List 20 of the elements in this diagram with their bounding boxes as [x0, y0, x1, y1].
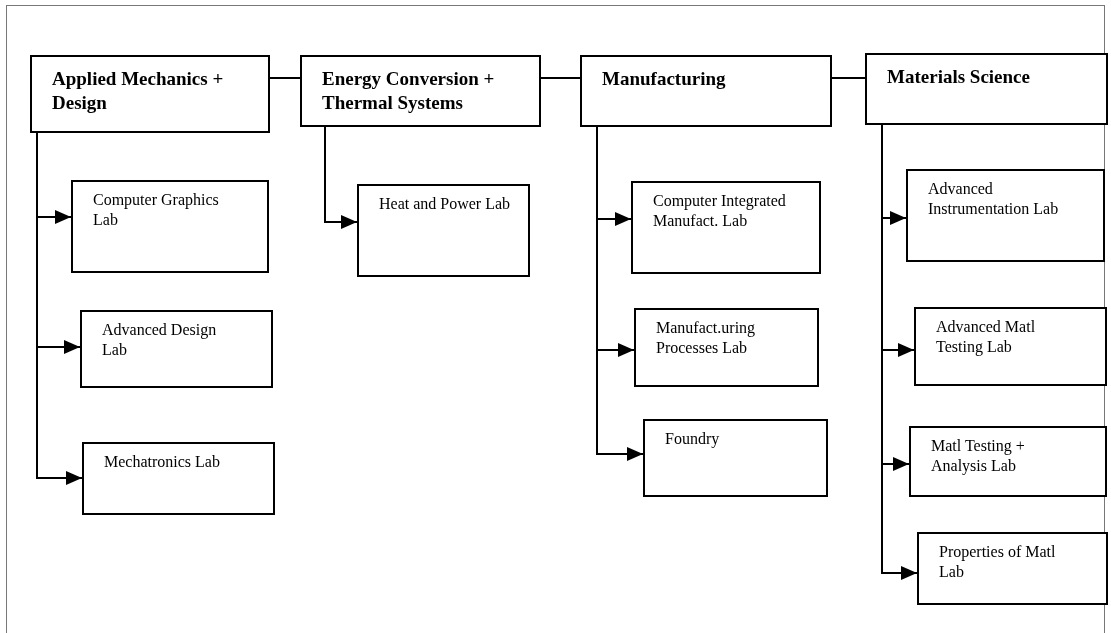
connector-line — [540, 77, 581, 79]
lab-box: Advanced Design Lab — [80, 310, 273, 388]
lab-box: Computer Graphics Lab — [71, 180, 269, 273]
lab-box: Matl Testing + Analysis Lab — [909, 426, 1107, 497]
group-box: Materials Science — [865, 53, 1108, 125]
lab-box: Foundry — [643, 419, 828, 497]
lab-box: Heat and Power Lab — [357, 184, 530, 277]
lab-box: Advanced Instrumentation Lab — [906, 169, 1105, 262]
arrow — [596, 126, 644, 461]
lab-box: Mechatronics Lab — [82, 442, 275, 515]
group-box: Energy Conversion + Thermal Systems — [300, 55, 541, 127]
lab-box: Computer Integrated Manufact. Lab — [631, 181, 821, 274]
connector-line — [831, 77, 866, 79]
group-box: Manufacturing — [580, 55, 832, 127]
lab-box: Advanced Matl Testing Lab — [914, 307, 1107, 386]
group-box: Applied Mechanics + Design — [30, 55, 270, 133]
arrow — [324, 126, 358, 229]
connector-line — [269, 77, 301, 79]
lab-box: Properties of Matl Lab — [917, 532, 1108, 605]
lab-box: Manufact.uring Processes Lab — [634, 308, 819, 387]
